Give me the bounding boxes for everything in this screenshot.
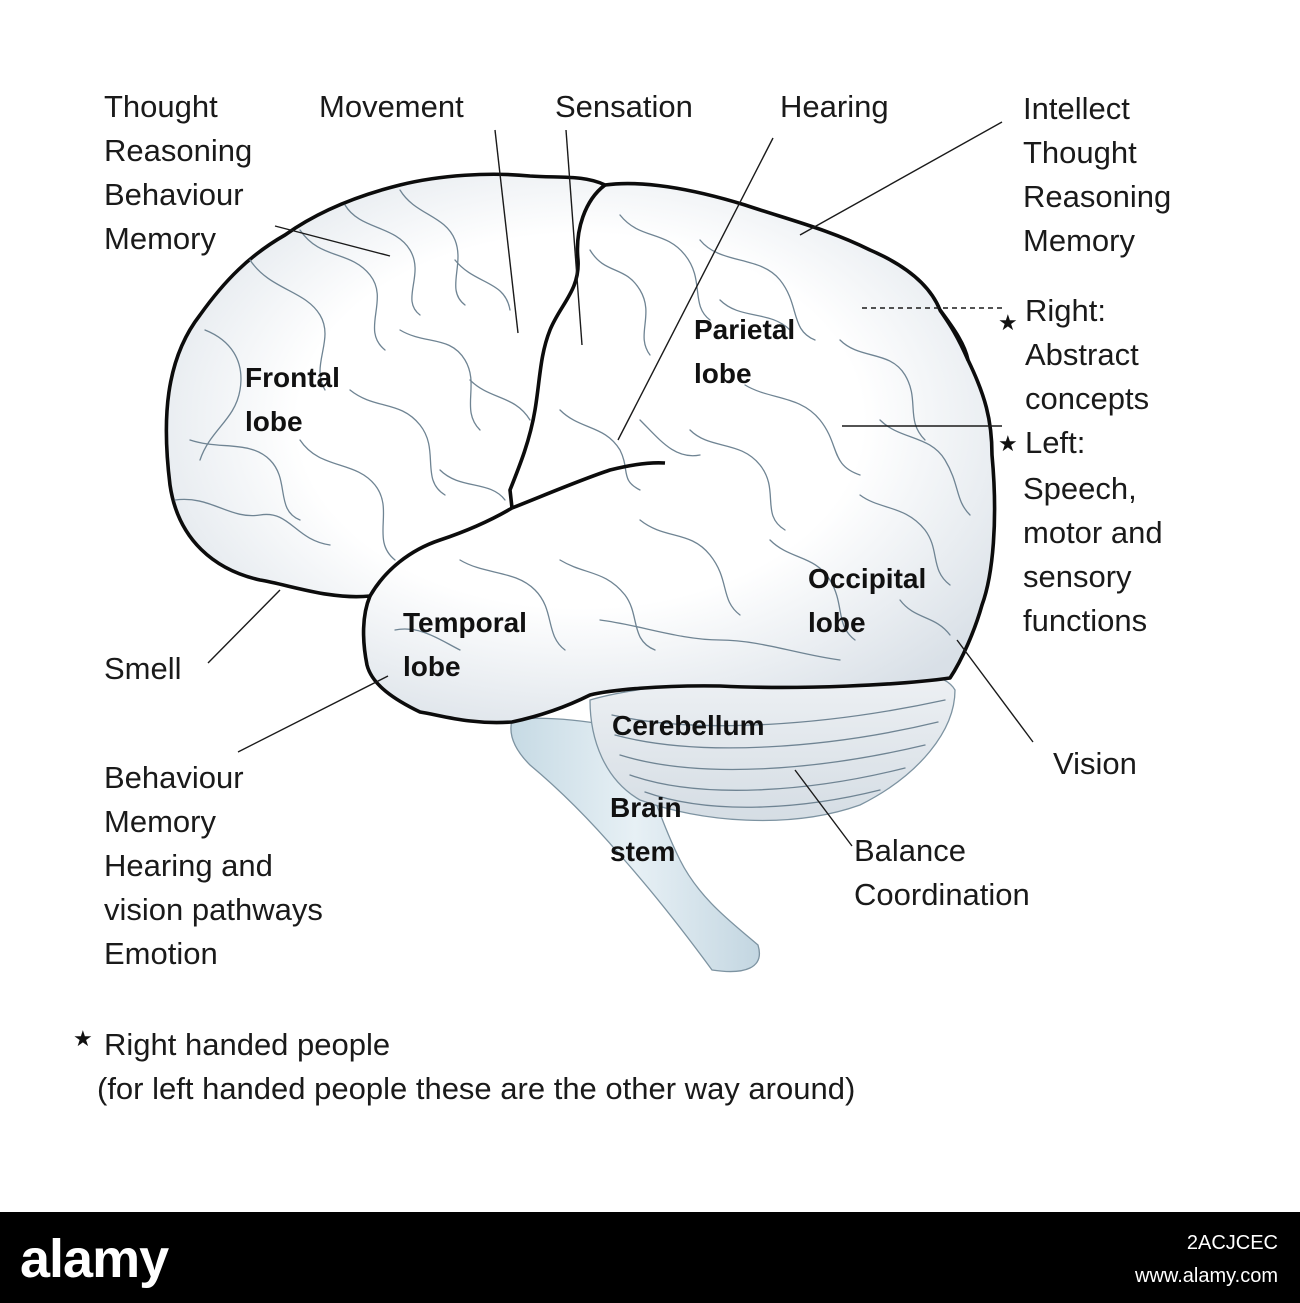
left-side-label: Left: Speech, motor and sensory function… [1023,425,1171,638]
footnote-star: ★ [73,1027,93,1052]
hearing-label: Hearing [780,89,889,124]
temporal-boundary [368,506,513,597]
temporal-lobe-label: Temporal lobe [403,607,535,682]
occipital-lobe-label: Occipital lobe [808,563,934,638]
sensation-label: Sensation [555,89,693,124]
frontal-functions-label: Thought Reasoning Behaviour Memory [104,89,261,256]
cerebellum-label: Cerebellum [612,710,765,741]
parietal-functions-label: Intellect Thought Reasoning Memory [1023,91,1180,258]
frontal-lobe-label: Frontal lobe [245,362,348,437]
cerebrum-shape [164,172,997,725]
parietal-lobe-label: Parietal lobe [694,314,803,389]
alamy-logo: alamy [20,1229,169,1289]
vision-label: Vision [1053,746,1137,781]
left-star-marker: ★ [998,432,1018,457]
brain-stem-label: Brain stem [610,792,689,867]
temporal-functions-label: Behaviour Memory Hearing and vision path… [104,760,331,971]
brain-diagram: Frontal lobe Parietal lobe Temporal lobe… [73,89,1180,1106]
stock-footer-bar [0,1212,1300,1303]
central-sulcus [508,183,607,509]
footnote-line1: Right handed people [104,1027,390,1062]
occipital-boundary [938,309,970,361]
image-id-text: 2ACJCEC [1186,1232,1278,1254]
right-star-marker: ★ [998,311,1018,336]
lateral-sulcus [511,461,666,510]
smell-label: Smell [104,651,182,686]
sulci-lines [174,189,971,661]
stock-site-url: www.alamy.com [1135,1265,1278,1287]
movement-label: Movement [319,89,464,124]
cerebellum-functions-label: Balance Coordination [854,833,1030,912]
right-side-label: Right: Abstract concepts [1025,293,1149,416]
cerebellum-folia [611,699,946,808]
footnote-line2: (for left handed people these are the ot… [97,1071,855,1106]
leader-lines [207,121,1034,847]
